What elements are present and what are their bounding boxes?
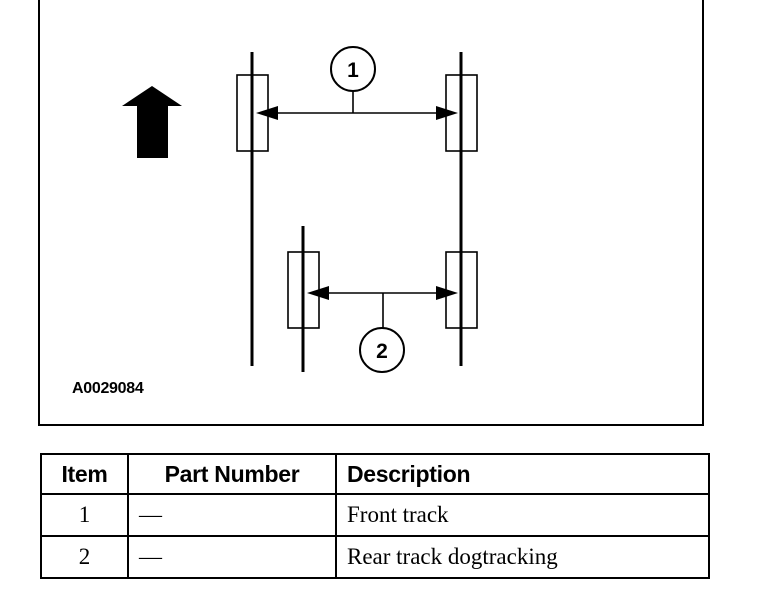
row-1-item: 1	[40, 493, 129, 537]
row-2-description: Rear track dogtracking	[335, 535, 710, 579]
figure-frame: 1 2 A0029084	[38, 0, 704, 426]
row-2-item: 2	[40, 535, 129, 579]
table-row: 2 — Rear track dogtracking	[40, 535, 710, 579]
rear-track-dimension: 2	[307, 286, 458, 373]
row-1-description: Front track	[335, 493, 710, 537]
legend-table: Item Part Number Description 1 — Front t…	[40, 453, 710, 579]
row-1-part-number: —	[127, 493, 337, 537]
header-part-number: Part Number	[127, 453, 337, 495]
row-2-part-number: —	[127, 535, 337, 579]
header-description: Description	[335, 453, 710, 495]
front-track-dimension: 1	[256, 46, 458, 120]
forward-direction-arrow	[122, 86, 182, 158]
callout-1-label: 1	[347, 59, 359, 82]
wheel-track-diagram: 1 2	[122, 46, 478, 373]
callout-2-label: 2	[376, 340, 388, 363]
header-item: Item	[40, 453, 129, 495]
table-row: 1 — Front track	[40, 493, 710, 537]
legend-header-row: Item Part Number Description	[40, 453, 710, 495]
figure-code: A0029084	[72, 380, 144, 397]
